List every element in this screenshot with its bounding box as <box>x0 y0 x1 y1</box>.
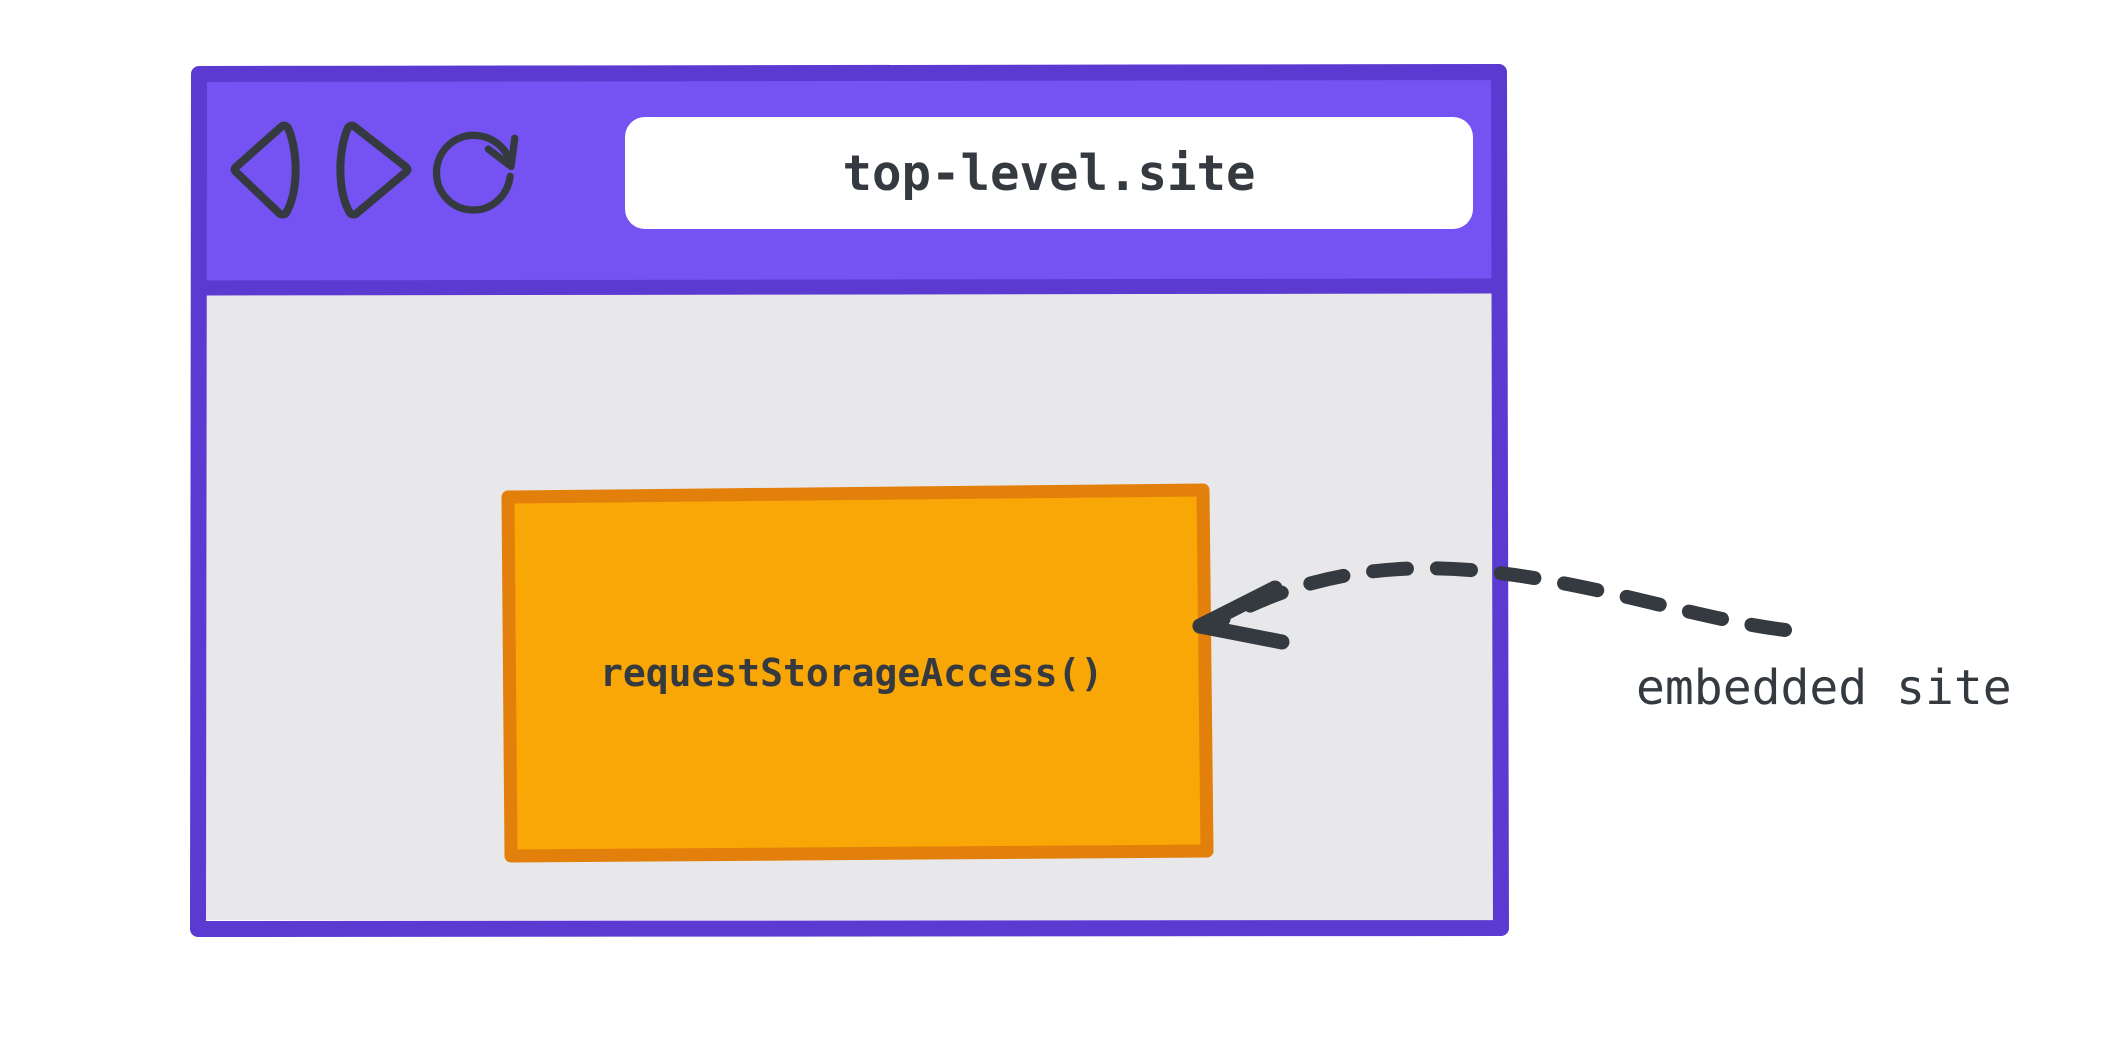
back-icon <box>230 121 300 219</box>
url-text: top-level.site <box>842 144 1256 202</box>
browser-window: top-level.site <box>188 64 1510 937</box>
embedded-site-box[interactable]: requestStorageAccess() <box>501 483 1214 863</box>
embedded-site-annotation-label: embedded site <box>1636 660 2012 716</box>
arrowhead-upper-stroke <box>1192 580 1283 634</box>
annotation-arrow <box>1192 561 1792 650</box>
nav-button-group <box>224 115 554 225</box>
annotation-dashed-line <box>1215 561 1792 637</box>
forward-button[interactable] <box>326 115 426 225</box>
embedded-site-box-outline <box>501 483 1214 863</box>
embedded-site-fill <box>510 493 1205 853</box>
forward-icon <box>336 121 412 219</box>
toolbar-content-divider <box>194 278 1506 296</box>
back-button[interactable] <box>224 115 324 225</box>
embedded-site-border-sketch <box>501 483 1214 863</box>
reload-button[interactable] <box>432 115 532 225</box>
request-storage-access-label: requestStorageAccess() <box>600 651 1104 695</box>
browser-frame-outline <box>190 64 1509 937</box>
arrowhead-lower-stroke <box>1192 618 1290 650</box>
url-bar[interactable]: top-level.site <box>625 117 1473 229</box>
browser-toolbar: top-level.site <box>188 67 1510 289</box>
reload-icon <box>432 131 519 214</box>
